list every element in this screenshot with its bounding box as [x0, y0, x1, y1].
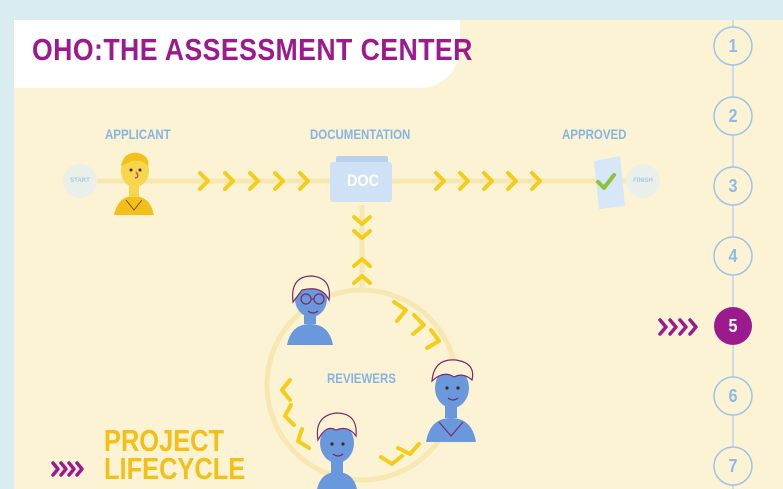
chevrons-to-approved	[434, 171, 542, 191]
step-6[interactable]: 6	[728, 386, 738, 406]
step-4[interactable]: 4	[728, 246, 738, 266]
doc-label: DOC	[347, 171, 380, 190]
step-3[interactable]: 3	[728, 176, 738, 196]
active-step-chevrons	[658, 318, 698, 336]
start-label: START	[70, 178, 90, 184]
approved-label: APPROVED	[562, 126, 627, 142]
lifecycle-line-2: LIFECYCLE	[104, 451, 246, 486]
flow-graphics	[51, 20, 753, 489]
lifecycle-chevrons	[51, 461, 84, 477]
page-title: OHO:THE ASSESSMENT CENTER	[32, 32, 473, 67]
step-circles	[713, 26, 753, 486]
step-2[interactable]: 2	[728, 106, 738, 126]
documentation-label: DOCUMENTATION	[310, 126, 411, 142]
reviewer-avatar-right	[426, 359, 476, 442]
step-1[interactable]: 1	[728, 36, 738, 56]
chevrons-down	[352, 215, 372, 240]
finish-circle	[626, 164, 660, 198]
reviewers-label: REVIEWERS	[327, 370, 396, 386]
finish-label: FINISH	[633, 178, 653, 184]
step-7[interactable]: 7	[728, 456, 738, 476]
applicant-label: APPLICANT	[105, 126, 171, 142]
chevrons-up	[352, 257, 372, 285]
diagram-panel: OHO:THE ASSESSMENT CENTER START FINISH A…	[14, 20, 783, 489]
title-banner: OHO:THE ASSESSMENT CENTER	[14, 20, 472, 88]
start-circle	[63, 164, 97, 198]
reviewer-avatar-bottom	[316, 412, 357, 489]
lifecycle-line-1: PROJECT	[104, 423, 225, 458]
approved-paper	[594, 156, 625, 209]
applicant-avatar	[114, 152, 154, 215]
reviewer-avatar-glasses	[287, 275, 333, 345]
doc-folder	[330, 156, 392, 202]
chevrons-to-doc	[198, 171, 310, 191]
loop-chevrons	[280, 300, 441, 466]
step-5-active[interactable]: 5	[728, 316, 738, 336]
